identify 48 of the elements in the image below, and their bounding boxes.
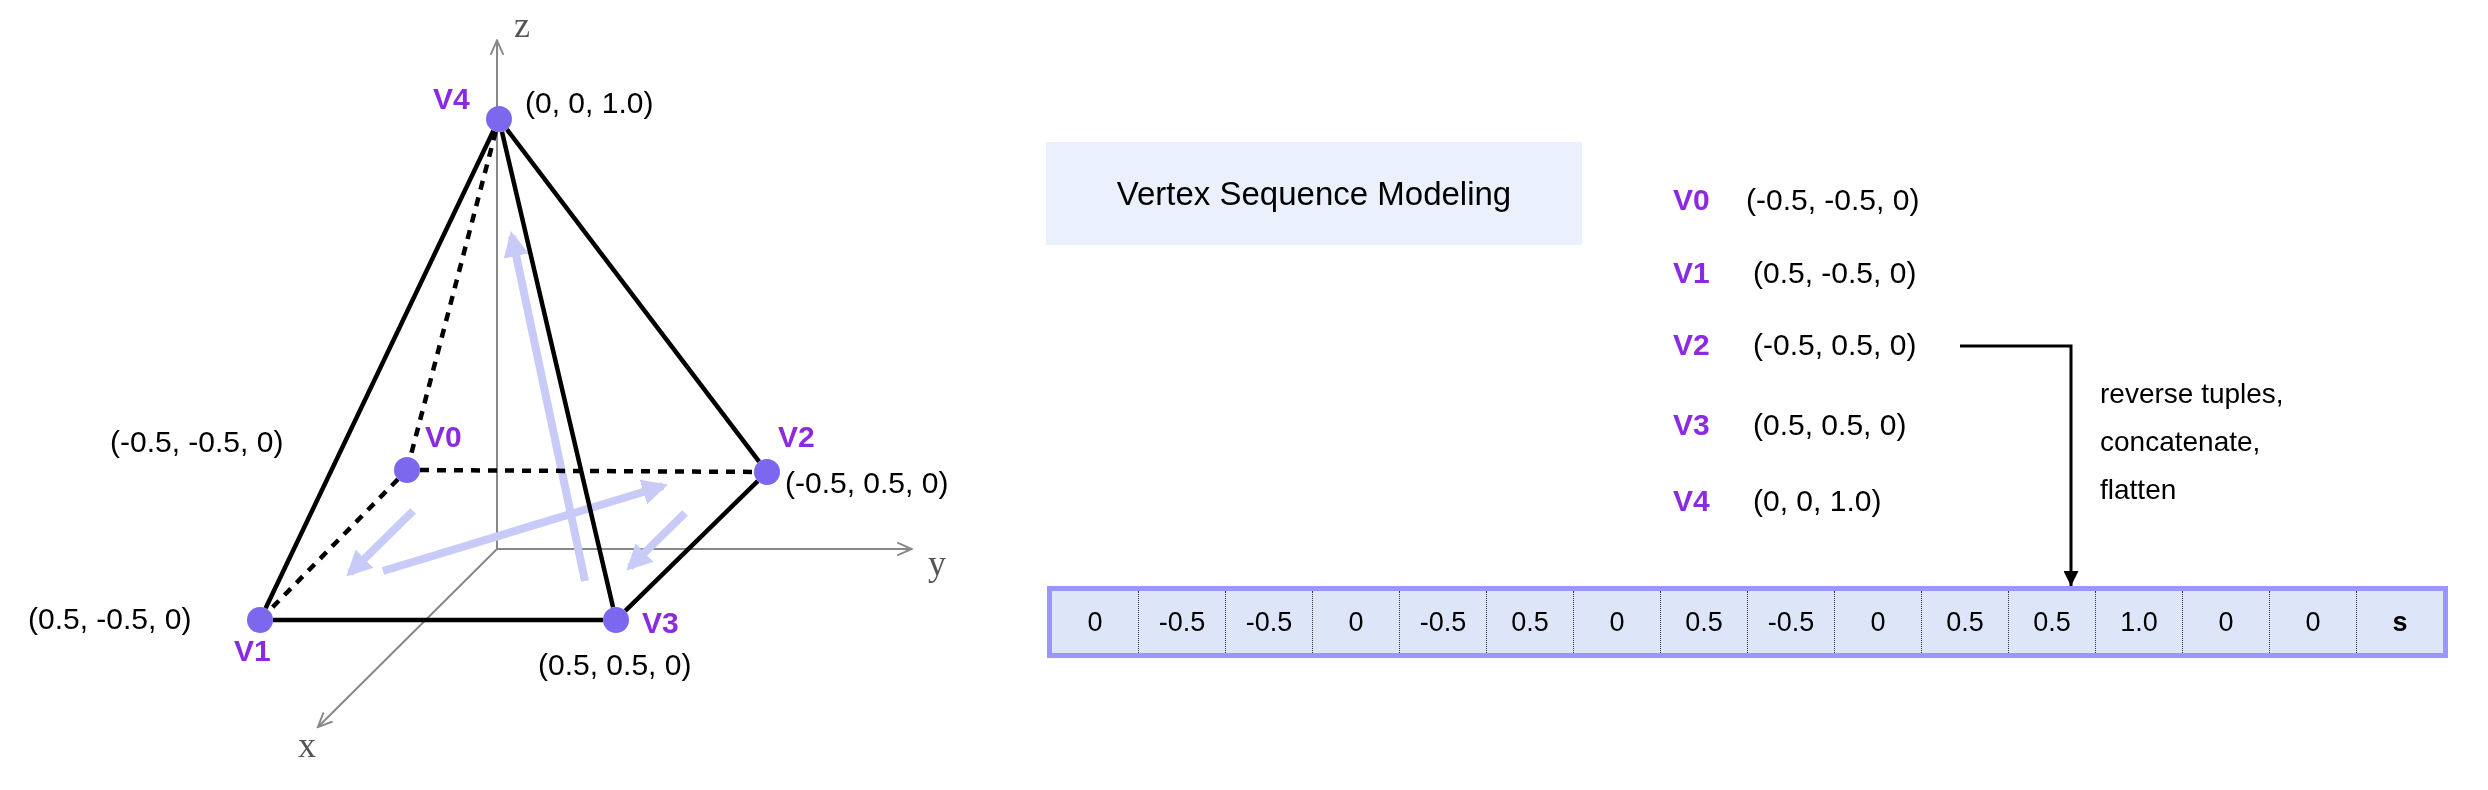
token-cell: 0 bbox=[2183, 591, 2270, 653]
token-cell: 0.5 bbox=[1487, 591, 1574, 653]
token-cell: 1.0 bbox=[2096, 591, 2183, 653]
coordinate-label: (-0.5, -0.5, 0) bbox=[1746, 183, 1920, 217]
edge-line bbox=[1960, 344, 2079, 586]
vertex-label: V4 bbox=[433, 82, 470, 116]
token-cell: 0.5 bbox=[2009, 591, 2096, 653]
edge-line bbox=[499, 131, 616, 608]
token-cell: -0.5 bbox=[1400, 591, 1487, 653]
vertex-label: V4 bbox=[1673, 484, 1710, 518]
axis-label: x bbox=[298, 724, 316, 766]
vertex-label: V3 bbox=[1673, 408, 1710, 442]
coordinate-label: (0, 0, 1.0) bbox=[525, 86, 654, 120]
axis-label: y bbox=[928, 542, 946, 584]
token-cell: 0 bbox=[1052, 591, 1139, 653]
sequence-bar bbox=[1047, 586, 2448, 658]
edge-line bbox=[420, 467, 754, 475]
edge-line bbox=[263, 129, 496, 610]
token-cell: 0.5 bbox=[1922, 591, 2009, 653]
token-cell: 0 bbox=[1313, 591, 1400, 653]
token-cell: 0 bbox=[2270, 591, 2357, 653]
coordinate-label: (0.5, 0.5, 0) bbox=[538, 648, 692, 682]
token-cell: 0.5 bbox=[1661, 591, 1748, 653]
vertex-label: V2 bbox=[778, 420, 815, 454]
token-cell: -0.5 bbox=[1748, 591, 1835, 653]
axis-label: z bbox=[514, 4, 530, 46]
vertex-label: V3 bbox=[642, 606, 679, 640]
token-cell: 0 bbox=[1835, 591, 1922, 653]
coordinate-label: (-0.5, 0.5, 0) bbox=[785, 466, 949, 500]
vertex-label: V0 bbox=[425, 420, 462, 454]
vertex-label: V0 bbox=[1673, 183, 1710, 217]
coordinate-label: (-0.5, -0.5, 0) bbox=[110, 425, 284, 459]
edge-line bbox=[505, 128, 761, 463]
coordinate-label: (0.5, -0.5, 0) bbox=[28, 602, 192, 636]
token-cell: 0 bbox=[1574, 591, 1661, 653]
edge-line bbox=[623, 479, 760, 613]
vertex-label: V1 bbox=[234, 634, 271, 668]
token-cell: -0.5 bbox=[1139, 591, 1226, 653]
coordinate-label: (-0.5, 0.5, 0) bbox=[1753, 328, 1917, 362]
coordinate-label: (0.5, -0.5, 0) bbox=[1753, 256, 1917, 290]
token-cell-text: s bbox=[2391, 605, 2409, 639]
vertex-label: V2 bbox=[1673, 328, 1710, 362]
edge-line bbox=[273, 617, 603, 623]
coordinate-label: (0.5, 0.5, 0) bbox=[1753, 408, 1907, 442]
title-box: Vertex Sequence Modeling bbox=[1046, 142, 1582, 245]
coordinate-label: (0, 0, 1.0) bbox=[1753, 484, 1882, 518]
vertex-label: V1 bbox=[1673, 256, 1710, 290]
token-cell: -0.5 bbox=[1226, 591, 1313, 653]
